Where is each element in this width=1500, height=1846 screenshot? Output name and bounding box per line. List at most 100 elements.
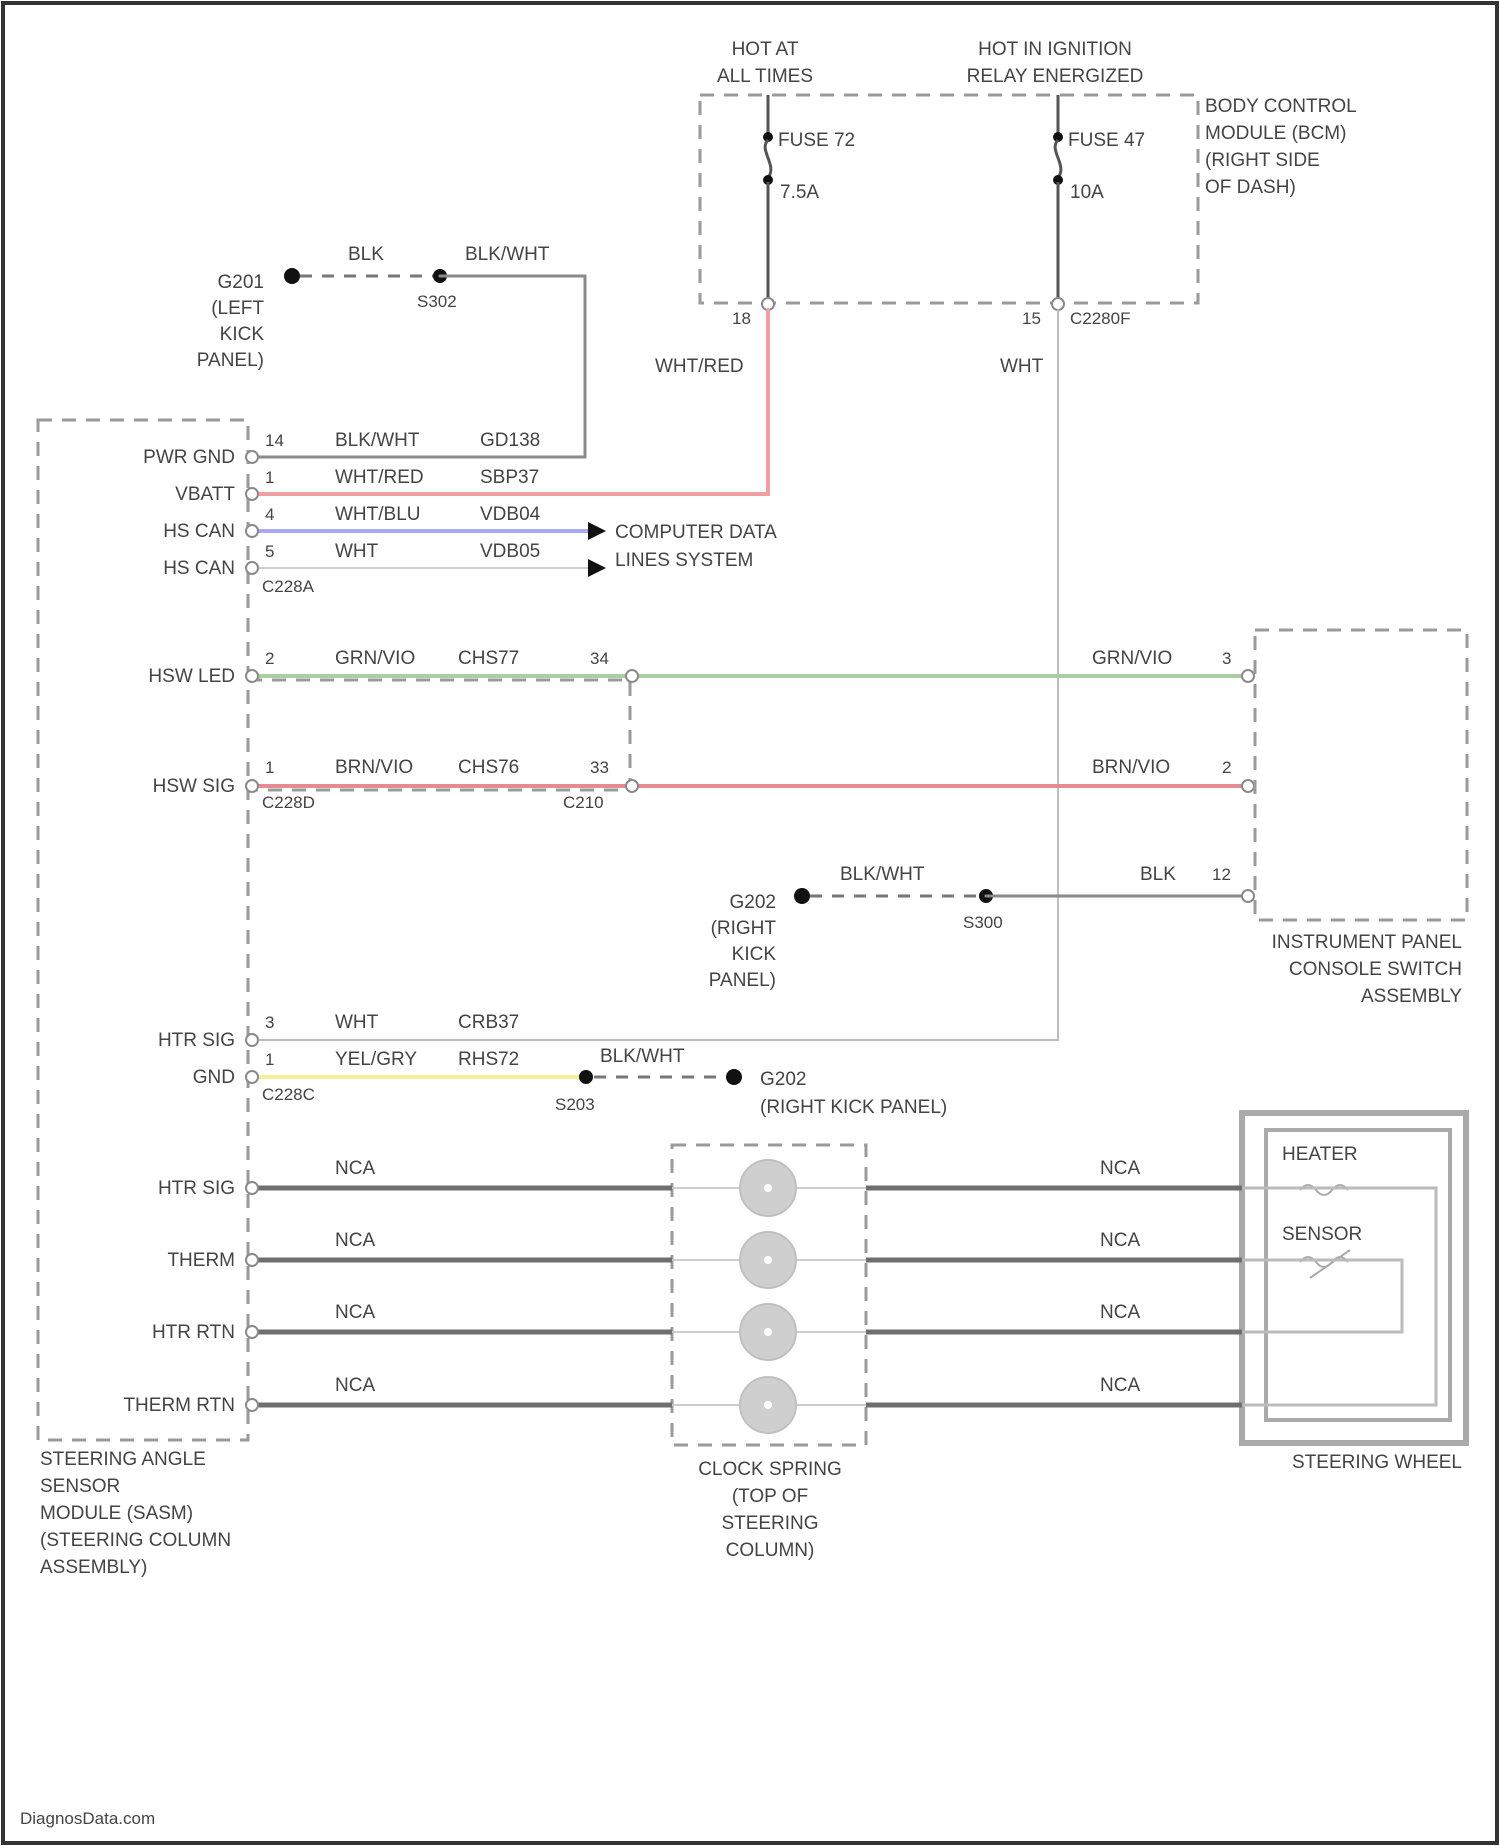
computer-data-line1: COMPUTER DATA bbox=[615, 522, 777, 543]
hsw-led-mid-pin bbox=[626, 670, 638, 682]
sasm-pin-color: WHT/RED bbox=[335, 467, 424, 488]
bcm-pin-18-label: 18 bbox=[732, 309, 751, 328]
hsw-sig-pin-number: 1 bbox=[265, 758, 274, 777]
sasm-pin-color: BLK/WHT bbox=[335, 430, 420, 451]
bcm-label-4: OF DASH) bbox=[1205, 177, 1296, 198]
inline-connector-c210-box bbox=[248, 680, 630, 790]
clock-row-therm-rtn: THERM RTN NCA NCA bbox=[123, 1375, 1242, 1433]
clock-left-label: NCA bbox=[335, 1230, 375, 1251]
ground-g201-label-3: KICK bbox=[220, 324, 265, 345]
bcm-pin-15-label: 15 bbox=[1022, 309, 1041, 328]
clock-right-label: NCA bbox=[1100, 1302, 1140, 1323]
sasm-pin-circuit: SBP37 bbox=[480, 467, 539, 488]
sasm-pin-marker bbox=[246, 451, 258, 463]
clock-row-htr-rtn: HTR RTN NCA NCA bbox=[152, 1302, 1242, 1360]
hot-in-ignition-line1: HOT IN IGNITION bbox=[978, 39, 1132, 60]
sasm-pin-color: WHT/BLU bbox=[335, 504, 421, 525]
hsw-sig-mid-pin bbox=[626, 780, 638, 792]
ground-g202-upper-label-1: G202 bbox=[730, 892, 776, 913]
ground-g202-upper-wire: BLK/WHT bbox=[840, 864, 925, 885]
sasm-pin-name: HS CAN bbox=[163, 558, 235, 579]
htr-sig-name: HTR SIG bbox=[158, 1030, 235, 1051]
fuse-72-name: FUSE 72 bbox=[778, 130, 855, 151]
clock-spring-label-3: STEERING bbox=[721, 1513, 818, 1534]
sasm-pin-vbatt: VBATT 1 WHT/RED SBP37 bbox=[175, 467, 539, 505]
fuse-47-rating: 10A bbox=[1070, 182, 1104, 203]
hot-at-all-times-line2: ALL TIMES bbox=[717, 66, 813, 87]
hsw-led-far-pin-number: 3 bbox=[1222, 649, 1231, 668]
hsw-sig-far-pin bbox=[1242, 780, 1254, 792]
arrow-computer-data bbox=[588, 522, 606, 540]
bcm-pin-15 bbox=[1052, 298, 1064, 310]
ground-g201-dot bbox=[284, 268, 300, 284]
hsw-sig-mid-connector: C210 bbox=[563, 793, 604, 812]
sasm-pin-name: PWR GND bbox=[143, 447, 235, 468]
splice-s203-label: S203 bbox=[555, 1095, 595, 1114]
clock-spring-label-2: (TOP OF bbox=[732, 1486, 808, 1507]
clock-left-label: NCA bbox=[335, 1375, 375, 1396]
ip-switch-pin-12-label: 12 bbox=[1212, 865, 1231, 884]
ground-g202-lower-dot bbox=[726, 1069, 742, 1085]
gnd-color: YEL/GRY bbox=[335, 1049, 417, 1070]
hsw-led-far-pin bbox=[1242, 670, 1254, 682]
bcm-connector-label: C2280F bbox=[1070, 309, 1130, 328]
hsw-sig-far-pin-number: 2 bbox=[1222, 758, 1231, 777]
clock-row-therm: THERM NCA NCA bbox=[167, 1230, 1242, 1288]
hsw-led-mid-pin-number: 34 bbox=[590, 649, 609, 668]
hsw-sig-name: HSW SIG bbox=[153, 776, 235, 797]
connector-c228a: C228A bbox=[262, 577, 315, 596]
ground-g201-blk: BLK bbox=[348, 244, 384, 265]
sasm-pin-marker bbox=[246, 488, 258, 500]
ip-switch-label-1: INSTRUMENT PANEL bbox=[1272, 932, 1462, 953]
sasm-pin-number: 5 bbox=[265, 542, 274, 561]
ground-g202-upper-label-2: (RIGHT bbox=[711, 918, 777, 939]
ip-console-switch-box bbox=[1255, 630, 1467, 920]
hsw-sig-color: BRN/VIO bbox=[335, 757, 413, 778]
sasm-label-2: SENSOR bbox=[40, 1476, 120, 1497]
gnd-connector: C228C bbox=[262, 1085, 315, 1104]
sasm-label-5: ASSEMBLY) bbox=[40, 1557, 147, 1578]
fuse-47-symbol bbox=[1055, 140, 1061, 178]
clock-pin-marker bbox=[246, 1182, 258, 1194]
ip-switch-pin-12 bbox=[1242, 890, 1254, 902]
hsw-sig-pin bbox=[246, 780, 258, 792]
sasm-pin-name: VBATT bbox=[175, 484, 235, 505]
clock-spring-label-1: CLOCK SPRING bbox=[698, 1459, 842, 1480]
row-hsw-sig: HSW SIG 1 BRN/VIO CHS76 33 BRN/VIO 2 C22… bbox=[153, 757, 1254, 812]
hsw-sig-connector: C228D bbox=[262, 793, 315, 812]
wht-label: WHT bbox=[1000, 356, 1044, 377]
sasm-label-4: (STEERING COLUMN bbox=[40, 1530, 231, 1551]
sasm-pin-hs-can-2: HS CAN 5 WHT VDB05 bbox=[163, 541, 606, 579]
clock-right-label: NCA bbox=[1100, 1158, 1140, 1179]
hsw-led-circuit: CHS77 bbox=[458, 648, 519, 669]
gnd-pin-number: 1 bbox=[265, 1050, 274, 1069]
ground-g201-label-2: (LEFT bbox=[211, 298, 264, 319]
gnd-circuit: RHS72 bbox=[458, 1049, 519, 1070]
sasm-pin-number: 4 bbox=[265, 505, 274, 524]
hsw-led-far-color: GRN/VIO bbox=[1092, 648, 1172, 669]
sasm-label-3: MODULE (SASM) bbox=[40, 1503, 193, 1524]
steering-wheel-sensor: SENSOR bbox=[1282, 1224, 1362, 1245]
clock-right-label: NCA bbox=[1100, 1375, 1140, 1396]
ip-switch-label-3: ASSEMBLY bbox=[1361, 986, 1462, 1007]
ground-g201-label-4: PANEL) bbox=[197, 350, 264, 371]
sasm-pin-name: HS CAN bbox=[163, 521, 235, 542]
htr-sig-pin bbox=[246, 1034, 258, 1046]
steering-wheel-label: STEERING WHEEL bbox=[1292, 1452, 1462, 1473]
gnd-name: GND bbox=[193, 1067, 235, 1088]
clock-spring-coil-center bbox=[764, 1401, 772, 1409]
hsw-sig-mid-pin-number: 33 bbox=[590, 758, 609, 777]
heater-loop bbox=[1242, 1188, 1436, 1405]
clock-spring-label-4: COLUMN) bbox=[726, 1540, 815, 1561]
ip-switch-blk: BLK bbox=[1140, 864, 1176, 885]
hsw-sig-circuit: CHS76 bbox=[458, 757, 519, 778]
row-hsw-led: HSW LED 2 GRN/VIO CHS77 34 GRN/VIO 3 bbox=[148, 648, 1254, 687]
clock-pin-marker bbox=[246, 1399, 258, 1411]
bcm-box bbox=[700, 95, 1198, 303]
hsw-sig-far-color: BRN/VIO bbox=[1092, 757, 1170, 778]
htr-sig-pin-number: 3 bbox=[265, 1013, 274, 1032]
sasm-pin-marker bbox=[246, 525, 258, 537]
bcm-label-3: (RIGHT SIDE bbox=[1205, 150, 1320, 171]
hsw-led-color: GRN/VIO bbox=[335, 648, 415, 669]
clock-left-label: NCA bbox=[335, 1158, 375, 1179]
